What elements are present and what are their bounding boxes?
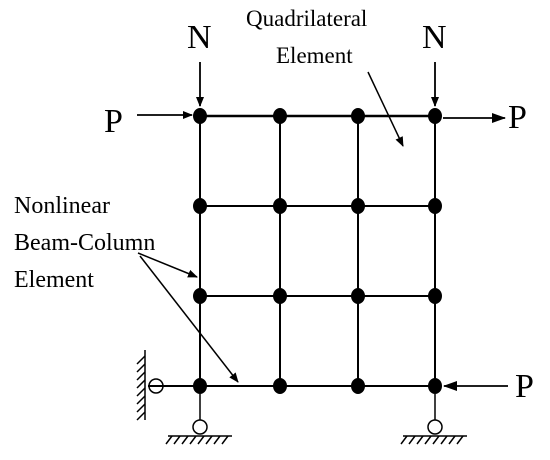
supports bbox=[136, 350, 467, 445]
loads bbox=[137, 62, 508, 391]
node bbox=[428, 108, 442, 124]
p-bottom-right-label: P bbox=[515, 368, 534, 405]
node bbox=[428, 198, 442, 214]
node bbox=[351, 198, 365, 214]
beam-pointer-beam bbox=[139, 255, 239, 383]
node bbox=[428, 288, 442, 304]
node bbox=[428, 378, 442, 394]
beam-label-line2: Beam-Column bbox=[14, 230, 155, 256]
node bbox=[193, 108, 207, 124]
node bbox=[273, 198, 287, 214]
p-top-right-label: P bbox=[508, 99, 527, 136]
frame-grid bbox=[199, 114, 436, 387]
node bbox=[193, 198, 207, 214]
node bbox=[351, 378, 365, 394]
bottom-right-support bbox=[400, 394, 467, 445]
nodes bbox=[193, 108, 442, 394]
n-left-label: N bbox=[187, 19, 212, 56]
node bbox=[351, 288, 365, 304]
node bbox=[273, 108, 287, 124]
p-top-left-label: P bbox=[104, 103, 123, 140]
node bbox=[273, 378, 287, 394]
left-roller-support bbox=[136, 350, 200, 421]
node bbox=[351, 108, 365, 124]
annotation-pointers bbox=[137, 71, 404, 383]
bottom-left-support bbox=[165, 394, 232, 445]
node bbox=[193, 288, 207, 304]
node bbox=[273, 288, 287, 304]
quad-pointer bbox=[367, 71, 404, 147]
quad-label-line2: Element bbox=[276, 43, 353, 68]
beam-label-line3: Element bbox=[14, 267, 94, 293]
n-right-label: N bbox=[422, 19, 447, 56]
beam-pointer-column bbox=[137, 252, 198, 278]
text-labels: N N P P P Quadrilateral Element Nonlinea… bbox=[14, 6, 534, 405]
beam-label-line1: Nonlinear bbox=[14, 193, 110, 219]
quad-label-line1: Quadrilateral bbox=[246, 6, 367, 31]
